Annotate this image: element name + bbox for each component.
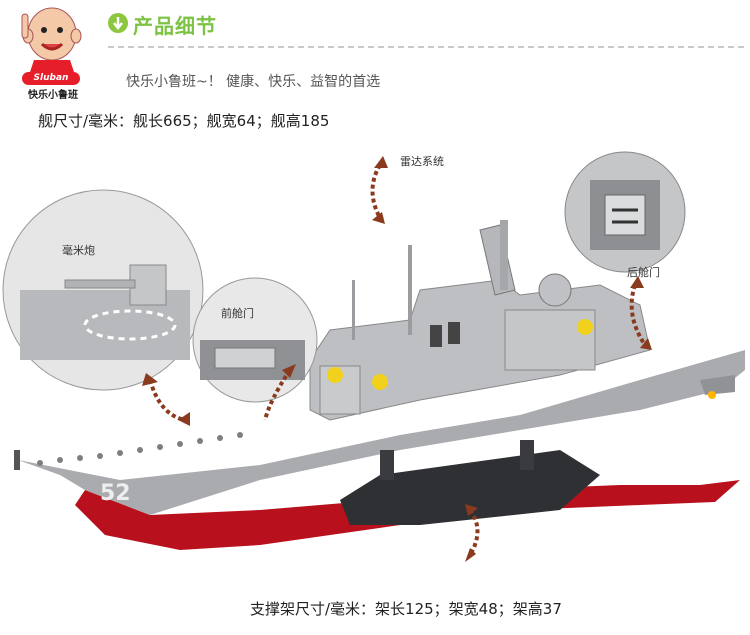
callout-label-rear-door: 后舱门 [627, 266, 660, 279]
hull-number: 52 [100, 481, 131, 506]
display-stand [340, 450, 600, 525]
ship-illustration [2, 151, 745, 562]
divider [108, 46, 744, 48]
down-arrow-icon [108, 13, 128, 33]
logo-badge: Sluban [22, 72, 80, 85]
ship-deck [18, 350, 745, 515]
brand-logo [0, 0, 100, 100]
mascot-icon [21, 7, 82, 72]
callout-label-front-door: 前舱门 [221, 307, 254, 320]
callout-label-radar: 雷达系统 [400, 155, 444, 168]
slogan: 快乐小鲁班~！ 健康、快乐、益智的首选 [126, 74, 381, 90]
section-title: 产品细节 [133, 14, 217, 38]
callout-label-gun: 毫米炮 [62, 244, 95, 257]
ship-dimensions: 舰尺寸/毫米：舰长665；舰宽64；舰高185 [38, 112, 330, 130]
logo-name: 快乐小鲁班 [28, 90, 78, 101]
stand-dimensions: 支撑架尺寸/毫米：架长125；架宽48；架高37 [250, 600, 562, 618]
